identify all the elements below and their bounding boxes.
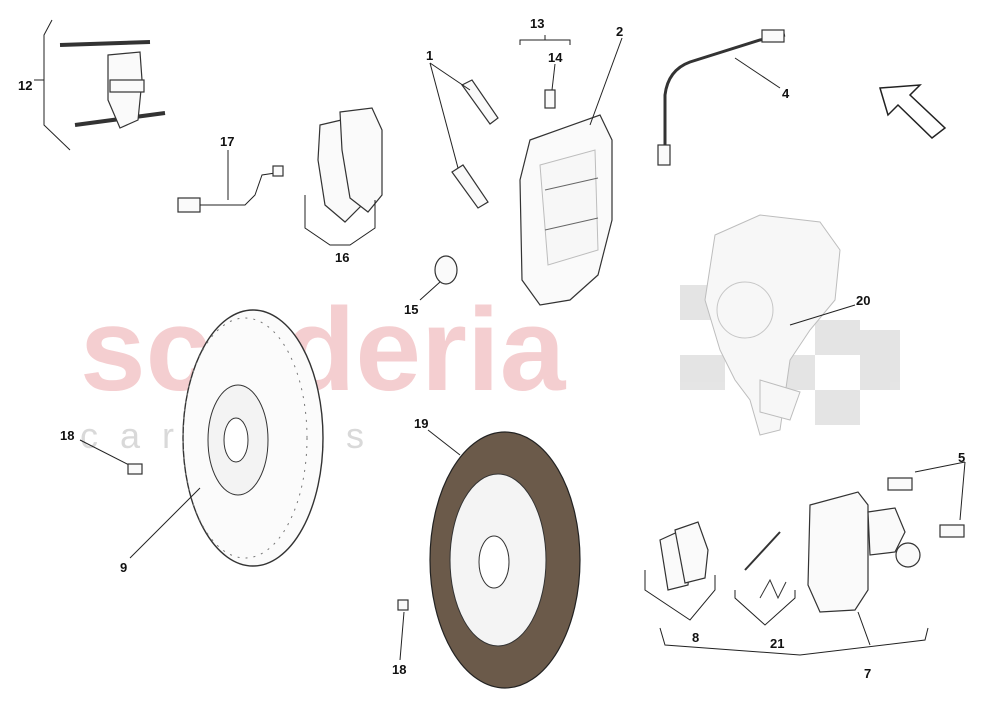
screw-rear [397, 599, 409, 611]
callout-18a: 18 [60, 428, 74, 443]
callout-16: 16 [335, 250, 349, 265]
callout-1: 1 [426, 48, 433, 63]
watermark-main: scuderia [80, 284, 567, 416]
rear-pad-pin [744, 531, 787, 600]
bracket-21 [734, 590, 796, 626]
seal-ring [434, 255, 458, 285]
rear-brake-disc [429, 431, 581, 689]
screw-front [127, 463, 143, 475]
front-brake-disc [182, 309, 324, 567]
callout-20: 20 [856, 293, 870, 308]
caliper-bolts [887, 477, 965, 538]
callout-18b: 18 [392, 662, 406, 677]
callout-9: 9 [120, 560, 127, 575]
bracket-12 [34, 19, 71, 151]
rear-brake-caliper [807, 491, 921, 613]
callout-21: 21 [770, 636, 784, 651]
bracket-16 [304, 195, 376, 246]
brake-hose [657, 29, 786, 166]
callout-17: 17 [220, 134, 234, 149]
front-brake-pads [317, 107, 383, 223]
bleed-screw [544, 89, 556, 109]
hub-carrier-ghost [704, 214, 841, 436]
bracket-7 [659, 627, 929, 656]
callout-15: 15 [404, 302, 418, 317]
rear-brake-pads [659, 521, 709, 591]
wear-sensor [177, 165, 284, 213]
callout-12: 12 [18, 78, 32, 93]
callout-13: 13 [530, 16, 544, 31]
bracket-13 [519, 35, 571, 45]
callout-4: 4 [782, 86, 790, 101]
callout-14: 14 [548, 50, 563, 65]
callout-19: 19 [414, 416, 428, 431]
callout-5: 5 [958, 450, 965, 465]
pad-retaining-pins [59, 40, 166, 129]
direction-arrow [879, 84, 947, 139]
front-brake-caliper [519, 114, 613, 306]
callout-2: 2 [616, 24, 623, 39]
bracket-8 [644, 570, 716, 621]
callout-8: 8 [692, 630, 699, 645]
guide-pins [451, 79, 499, 209]
callout-7: 7 [864, 666, 871, 681]
